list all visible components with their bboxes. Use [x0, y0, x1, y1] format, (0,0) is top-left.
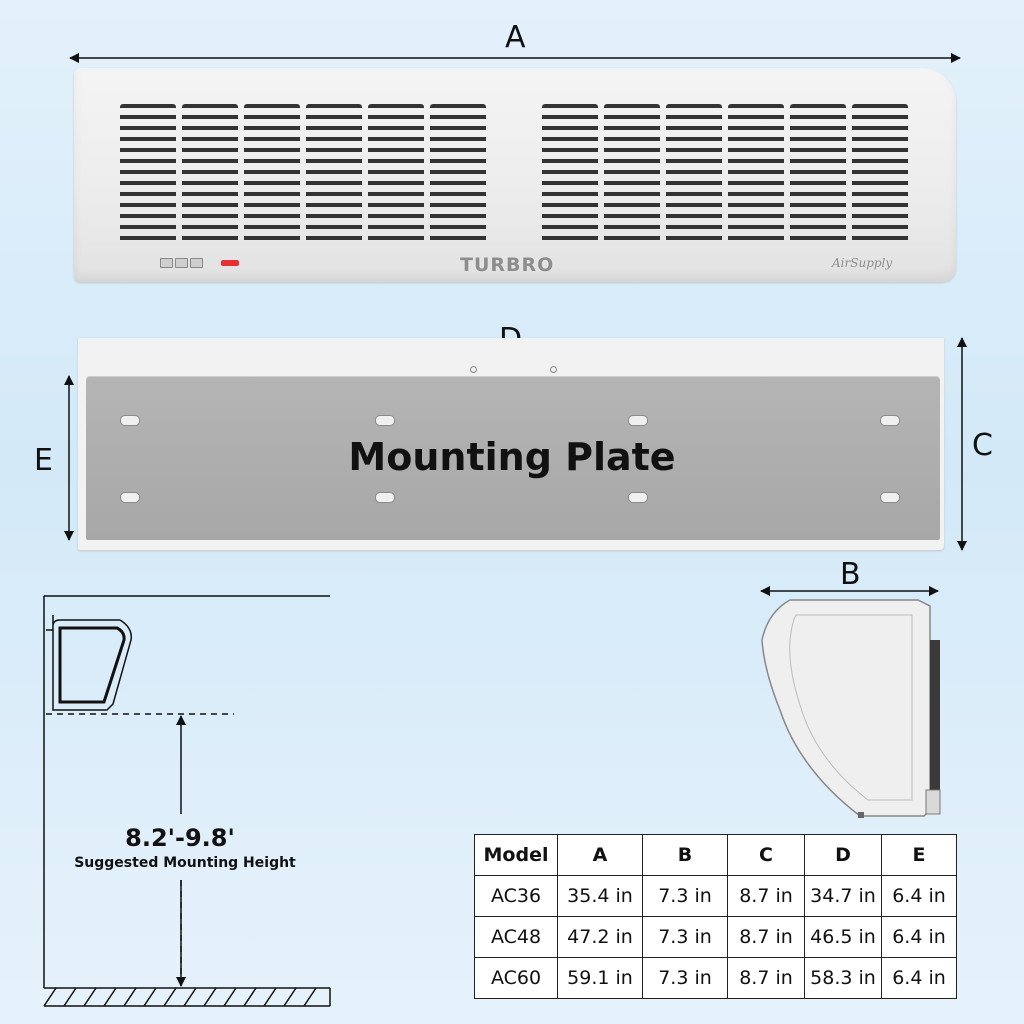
wall-mount-diagram [43, 595, 331, 1007]
table-cell: 59.1 in [557, 957, 643, 999]
side-profile-unit [761, 599, 941, 818]
label-a: A [505, 20, 526, 55]
mounting-slot [120, 415, 140, 426]
mounting-height-value: 8.2'-9.8' [125, 824, 235, 852]
table-cell: 8.7 in [727, 875, 805, 917]
label-b: B [840, 557, 861, 592]
table-cell: 8.7 in [727, 957, 805, 999]
table-cell: AC36 [474, 875, 558, 917]
table-header: D [804, 834, 882, 876]
control-button [190, 258, 203, 268]
table-cell: AC60 [474, 957, 558, 999]
table-cell: 8.7 in [727, 916, 805, 958]
indicator-light [221, 260, 239, 266]
table-row: AC60 59.1 in 7.3 in 8.7 in 58.3 in 6.4 i… [474, 957, 957, 999]
table-cell: 6.4 in [881, 916, 957, 958]
table-cell: 7.3 in [642, 875, 728, 917]
table-cell: 7.3 in [642, 916, 728, 958]
table-row: AC36 35.4 in 7.3 in 8.7 in 34.7 in 6.4 i… [474, 875, 957, 917]
table-cell: 6.4 in [881, 875, 957, 917]
control-button [175, 258, 188, 268]
control-button [160, 258, 173, 268]
table-cell: 34.7 in [804, 875, 882, 917]
screw-hole [470, 366, 477, 373]
control-buttons [160, 258, 203, 268]
brand-logo: TURBRO [460, 254, 555, 276]
mounting-slot [628, 415, 648, 426]
sub-brand-logo: AirSupply [832, 256, 893, 270]
table-cell: 35.4 in [557, 875, 643, 917]
table-header: C [727, 834, 805, 876]
mounting-slot [375, 415, 395, 426]
label-e: E [34, 443, 53, 478]
left-air-grille [120, 104, 490, 244]
table-header: A [557, 834, 643, 876]
table-cell: AC48 [474, 916, 558, 958]
table-cell: 46.5 in [804, 916, 882, 958]
table-cell: 47.2 in [557, 916, 643, 958]
mounting-plate [86, 376, 940, 540]
table-cell: 7.3 in [642, 957, 728, 999]
mounting-plate-label: Mounting Plate [348, 435, 676, 479]
table-cell: 58.3 in [804, 957, 882, 999]
table-header-row: Model A B C D E [474, 834, 957, 876]
label-c: C [972, 428, 993, 463]
table-header: Model [474, 834, 558, 876]
right-air-grille [542, 104, 912, 244]
dimensions-table: Model A B C D E AC36 35.4 in 7.3 in 8.7 … [474, 834, 957, 999]
mounting-slot [120, 492, 140, 503]
mounting-slot [628, 492, 648, 503]
table-cell: 6.4 in [881, 957, 957, 999]
screw-hole [550, 366, 557, 373]
table-header: B [642, 834, 728, 876]
mounting-slot [375, 492, 395, 503]
mounting-slot [880, 492, 900, 503]
table-row: AC48 47.2 in 7.3 in 8.7 in 46.5 in 6.4 i… [474, 916, 957, 958]
mounting-height-caption: Suggested Mounting Height [74, 855, 296, 871]
table-header: E [881, 834, 957, 876]
mounting-slot [880, 415, 900, 426]
